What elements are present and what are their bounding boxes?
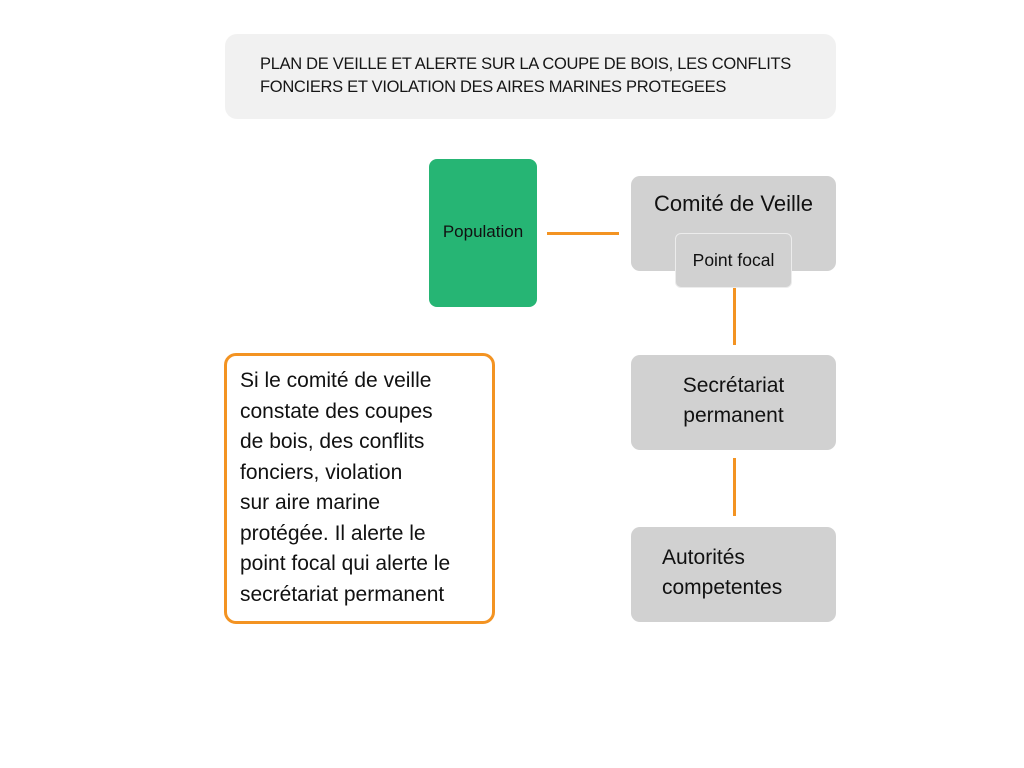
- note-line: protégée. Il alerte le: [240, 521, 426, 545]
- node-point-focal-label: Point focal: [692, 250, 775, 270]
- node-population-label: Population: [442, 222, 524, 241]
- note-line: sur aire marine: [240, 491, 381, 514]
- note-line: Si le comité de veille: [240, 369, 432, 392]
- note-line: de bois, des conflits: [240, 430, 425, 453]
- note-line: secrétariat permanent: [240, 582, 445, 606]
- explanation-note: Si le comité de veille constate des coup…: [224, 353, 495, 624]
- node-population: Population: [429, 159, 537, 307]
- node-secretariat-permanent: Secrétariat permanent: [631, 355, 836, 450]
- node-autorites-competentes: Autorités competentes: [631, 527, 836, 622]
- node-point-focal: Point focal: [675, 233, 792, 288]
- connector-population-comite: [547, 232, 619, 235]
- note-line: fonciers, violation: [240, 460, 403, 484]
- note-line: constate des coupes: [240, 399, 433, 423]
- node-autorites-line-1: Autorités: [662, 546, 745, 569]
- node-secretariat-line-1: Secrétariat: [682, 373, 785, 397]
- node-secretariat-line-2: permanent: [683, 403, 784, 427]
- node-comite-label: Comité de Veille: [654, 191, 813, 216]
- note-line: point focal qui alerte le: [240, 552, 451, 575]
- connector-secretariat-autorites: [733, 458, 736, 516]
- title-line-2: FONCIERS ET VIOLATION DES AIRES MARINES …: [260, 78, 727, 96]
- title-line-1: PLAN DE VEILLE ET ALERTE SUR LA COUPE DE…: [260, 55, 791, 73]
- node-autorites-line-2: competentes: [662, 576, 783, 599]
- diagram-title: PLAN DE VEILLE ET ALERTE SUR LA COUPE DE…: [225, 34, 836, 119]
- connector-point-focal-secretariat: [733, 288, 736, 345]
